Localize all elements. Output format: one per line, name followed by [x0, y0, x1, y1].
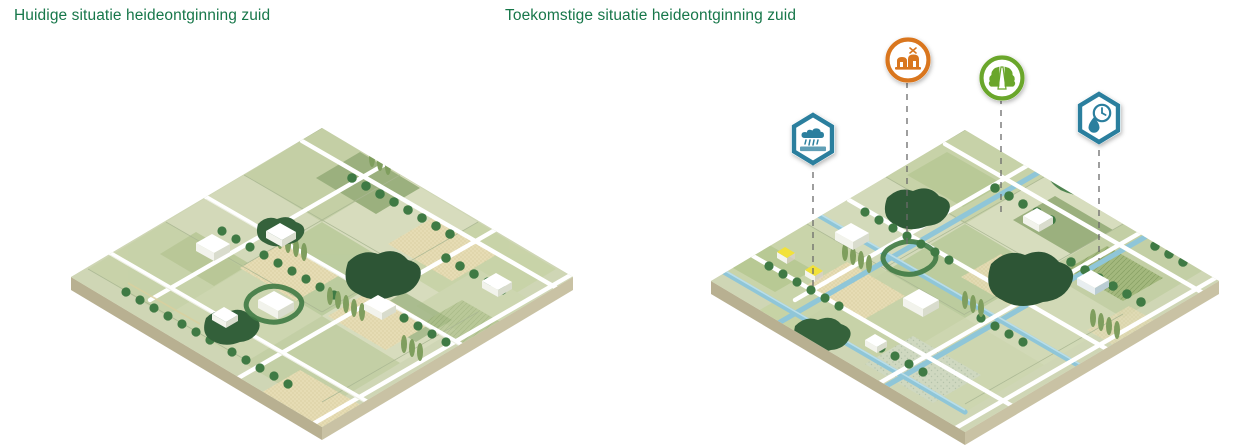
- farm-buildings-icon: [895, 47, 921, 70]
- badge-water-retention[interactable]: [788, 111, 838, 167]
- panel-current-situation: Huidige situatie heideontginning zuid: [0, 0, 620, 445]
- panel-title-future: Toekomstige situatie heideontginning zui…: [505, 7, 797, 24]
- badge-layer: [495, 0, 1251, 445]
- badge-tree-lane[interactable]: [978, 54, 1026, 102]
- isometric-landscape-current: [0, 0, 620, 445]
- hexagon-ring: [791, 112, 835, 166]
- circle-ring: [979, 55, 1025, 101]
- rain-infiltration-icon: [800, 128, 826, 152]
- hexagon-ring: [1077, 91, 1121, 145]
- circle-ring: [885, 37, 931, 83]
- panel-future-situation: Toekomstige situatie heideontginning zui…: [495, 0, 1251, 445]
- badge-water-quality[interactable]: [1074, 90, 1124, 146]
- tree-lined-lane-icon: [988, 66, 1016, 90]
- water-drop-meter-icon: [1088, 103, 1112, 133]
- isometric-landscape-future: [495, 0, 1251, 445]
- panel-title-current: Huidige situatie heideontginning zuid: [14, 7, 271, 24]
- badge-farmyard[interactable]: [884, 36, 932, 84]
